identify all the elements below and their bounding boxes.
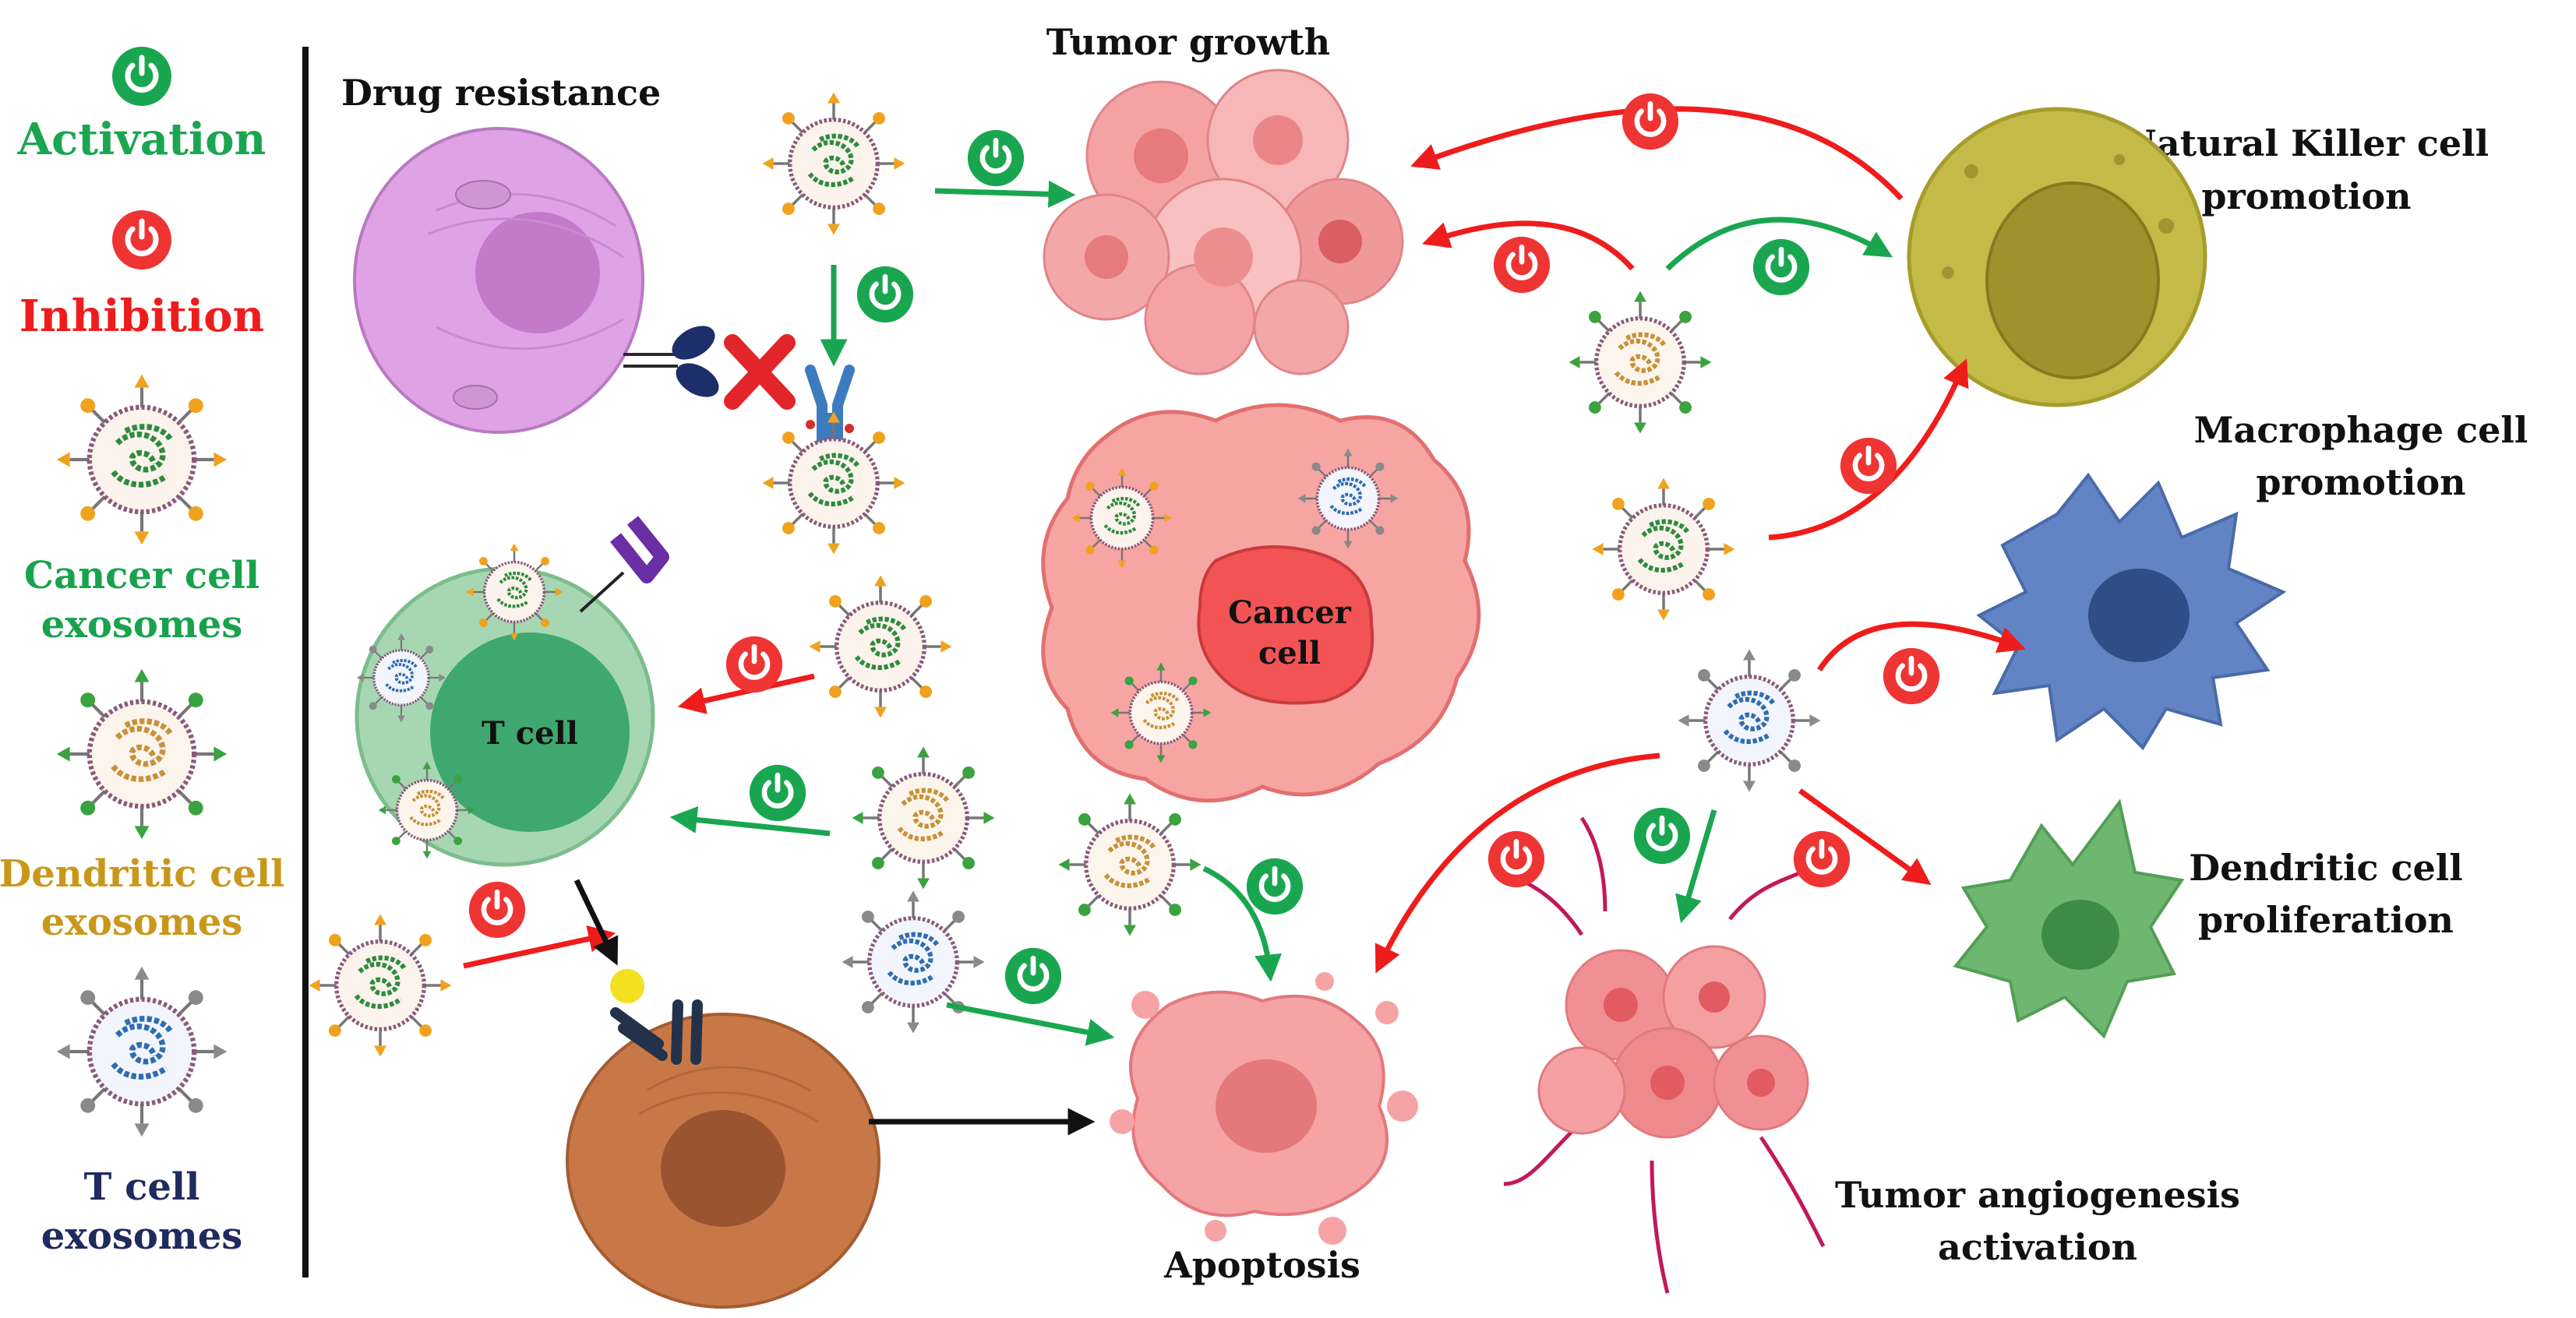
arrow-nk-to-tumor xyxy=(1410,106,1904,201)
drug-resistance-cell xyxy=(353,127,644,434)
legend-cancer-exosome-line2: exosomes xyxy=(41,603,243,647)
tumor-growth-label: Tumor growth xyxy=(1046,21,1330,63)
arrow-dendritic-exo-to-apoptosis xyxy=(1202,865,1282,982)
tcell-receptor xyxy=(579,516,669,613)
arrow-tcell-exo-to-apoptosis xyxy=(946,1002,1115,1046)
power-icon-inhibit-macrophage xyxy=(1883,648,1939,704)
macrophage xyxy=(1976,472,2287,751)
power-icon-inhibit-nk-tumor xyxy=(1622,93,1678,150)
nk-cell-label-line1: Natural Killer cell xyxy=(2124,122,2489,164)
arrow-dendritic-exo-to-tcell xyxy=(669,806,831,837)
macrophage-label-line2: promotion xyxy=(2256,461,2465,503)
arrow-tcell-exo-to-macrophage xyxy=(1817,621,2026,671)
legend-dendritic-exosome-line1: Dendritic cell xyxy=(0,852,284,896)
macrophage-label-line1: Macrophage cell xyxy=(2194,409,2528,451)
cancer-cell: Cancer cell xyxy=(1041,403,1481,803)
power-icon-activate-angiogenesis xyxy=(1634,808,1690,864)
arrows xyxy=(463,106,2026,1136)
dendritic-label-line1: Dendritic cell xyxy=(2189,847,2462,889)
legend-tcell-exosome-line2: exosomes xyxy=(41,1214,243,1258)
exosome-dendritic-apoptosis xyxy=(1058,793,1201,936)
brown-cell-receptor xyxy=(610,969,703,1065)
power-icon-activate-nk xyxy=(1753,239,1809,295)
inhibition-power-icon xyxy=(112,210,171,270)
antibody xyxy=(805,365,855,449)
activation-power-icon xyxy=(112,47,171,106)
arrow-exosome-to-tumor-growth xyxy=(934,180,1076,208)
legend-tcell-exosome-line1: T cell xyxy=(84,1165,200,1209)
drug-resistance-label: Drug resistance xyxy=(341,72,661,114)
angiogenesis-label-line1: Tumor angiogenesis xyxy=(1835,1174,2240,1216)
blocked-cross xyxy=(724,334,796,410)
brown-cell xyxy=(566,1013,880,1309)
exosome-cancer-tcell-inhibit xyxy=(809,575,951,717)
apoptosis-label: Apoptosis xyxy=(1163,1244,1360,1286)
arrow-tcell-exo-to-dendritic xyxy=(1798,788,1932,886)
legend-dendritic-exosome-line2: exosomes xyxy=(41,900,243,944)
exosome-dendritic-tcell-activate xyxy=(852,746,994,889)
power-icon-inhibit-dendritic-cell xyxy=(1794,831,1850,887)
cancer-exosome-icon xyxy=(57,375,227,544)
exosome-cancer-bottom-left xyxy=(309,914,451,1056)
t-cell-label: T cell xyxy=(482,715,578,752)
dendritic-exosome-icon xyxy=(57,669,227,839)
legend-activation-label: Activation xyxy=(17,114,266,165)
power-icon-activate-antibody xyxy=(857,266,913,322)
power-icon-activate-tcell xyxy=(750,765,806,821)
power-icon-inhibit-tcell xyxy=(726,636,782,692)
dendritic-cell xyxy=(1953,798,2185,1039)
power-icon-activate-apoptosis-dendritic-exo xyxy=(1247,858,1303,914)
arrow-cancer-exo-to-brown xyxy=(463,925,616,969)
exosome-cancer-top xyxy=(762,92,905,234)
nk-cell-label-line2: promotion xyxy=(2201,175,2411,217)
legend-cancer-exosome-line1: Cancer cell xyxy=(24,554,259,597)
power-icon-activate-apoptosis-tcell-exo xyxy=(1005,948,1061,1004)
tcell-exosome-icon xyxy=(57,967,227,1137)
exosome-tcell-right xyxy=(1678,649,1820,791)
power-icon-activate-tumor-growth xyxy=(968,130,1024,186)
arrow-tcell-exo-to-angiogenesis xyxy=(1675,809,1717,924)
dendritic-label-line2: proliferation xyxy=(2198,899,2454,941)
arrow-dendritic-exo-to-nk xyxy=(1665,217,1893,271)
arrow-dendritic-exo-to-tumor xyxy=(1422,220,1635,271)
cancer-cell-label-line2: cell xyxy=(1258,635,1321,671)
apoptotic-cell xyxy=(1110,972,1418,1245)
power-icon-inhibit-apoptosis xyxy=(1488,831,1544,887)
angiogenesis-label-line2: activation xyxy=(1938,1226,2137,1268)
power-icon-inhibit-nk xyxy=(1840,438,1897,494)
arrow-tcell-exo-to-apoptosis xyxy=(1374,752,1660,974)
angiogenesis-cluster xyxy=(1502,816,1826,1294)
cancer-cell-label-line1: Cancer xyxy=(1228,594,1352,631)
legend: Activation Inhibition Cancer cell exosom… xyxy=(0,47,284,1258)
exosome-dendritic-right xyxy=(1569,291,1711,433)
nk-cell xyxy=(1907,107,2207,407)
exosome-cancer-antibody xyxy=(762,411,905,554)
tumor-growth-cluster xyxy=(1043,69,1404,375)
arrow-tcell-to-brown xyxy=(573,879,619,966)
power-icon-inhibit-dendritic-tumor xyxy=(1494,237,1550,293)
legend-inhibition-label: Inhibition xyxy=(19,291,265,342)
drug-receptor xyxy=(623,326,719,397)
exosome-tcell-apoptosis xyxy=(842,890,984,1033)
power-icon-inhibit-brown xyxy=(469,882,525,938)
exosome-cancer-right xyxy=(1592,478,1734,620)
